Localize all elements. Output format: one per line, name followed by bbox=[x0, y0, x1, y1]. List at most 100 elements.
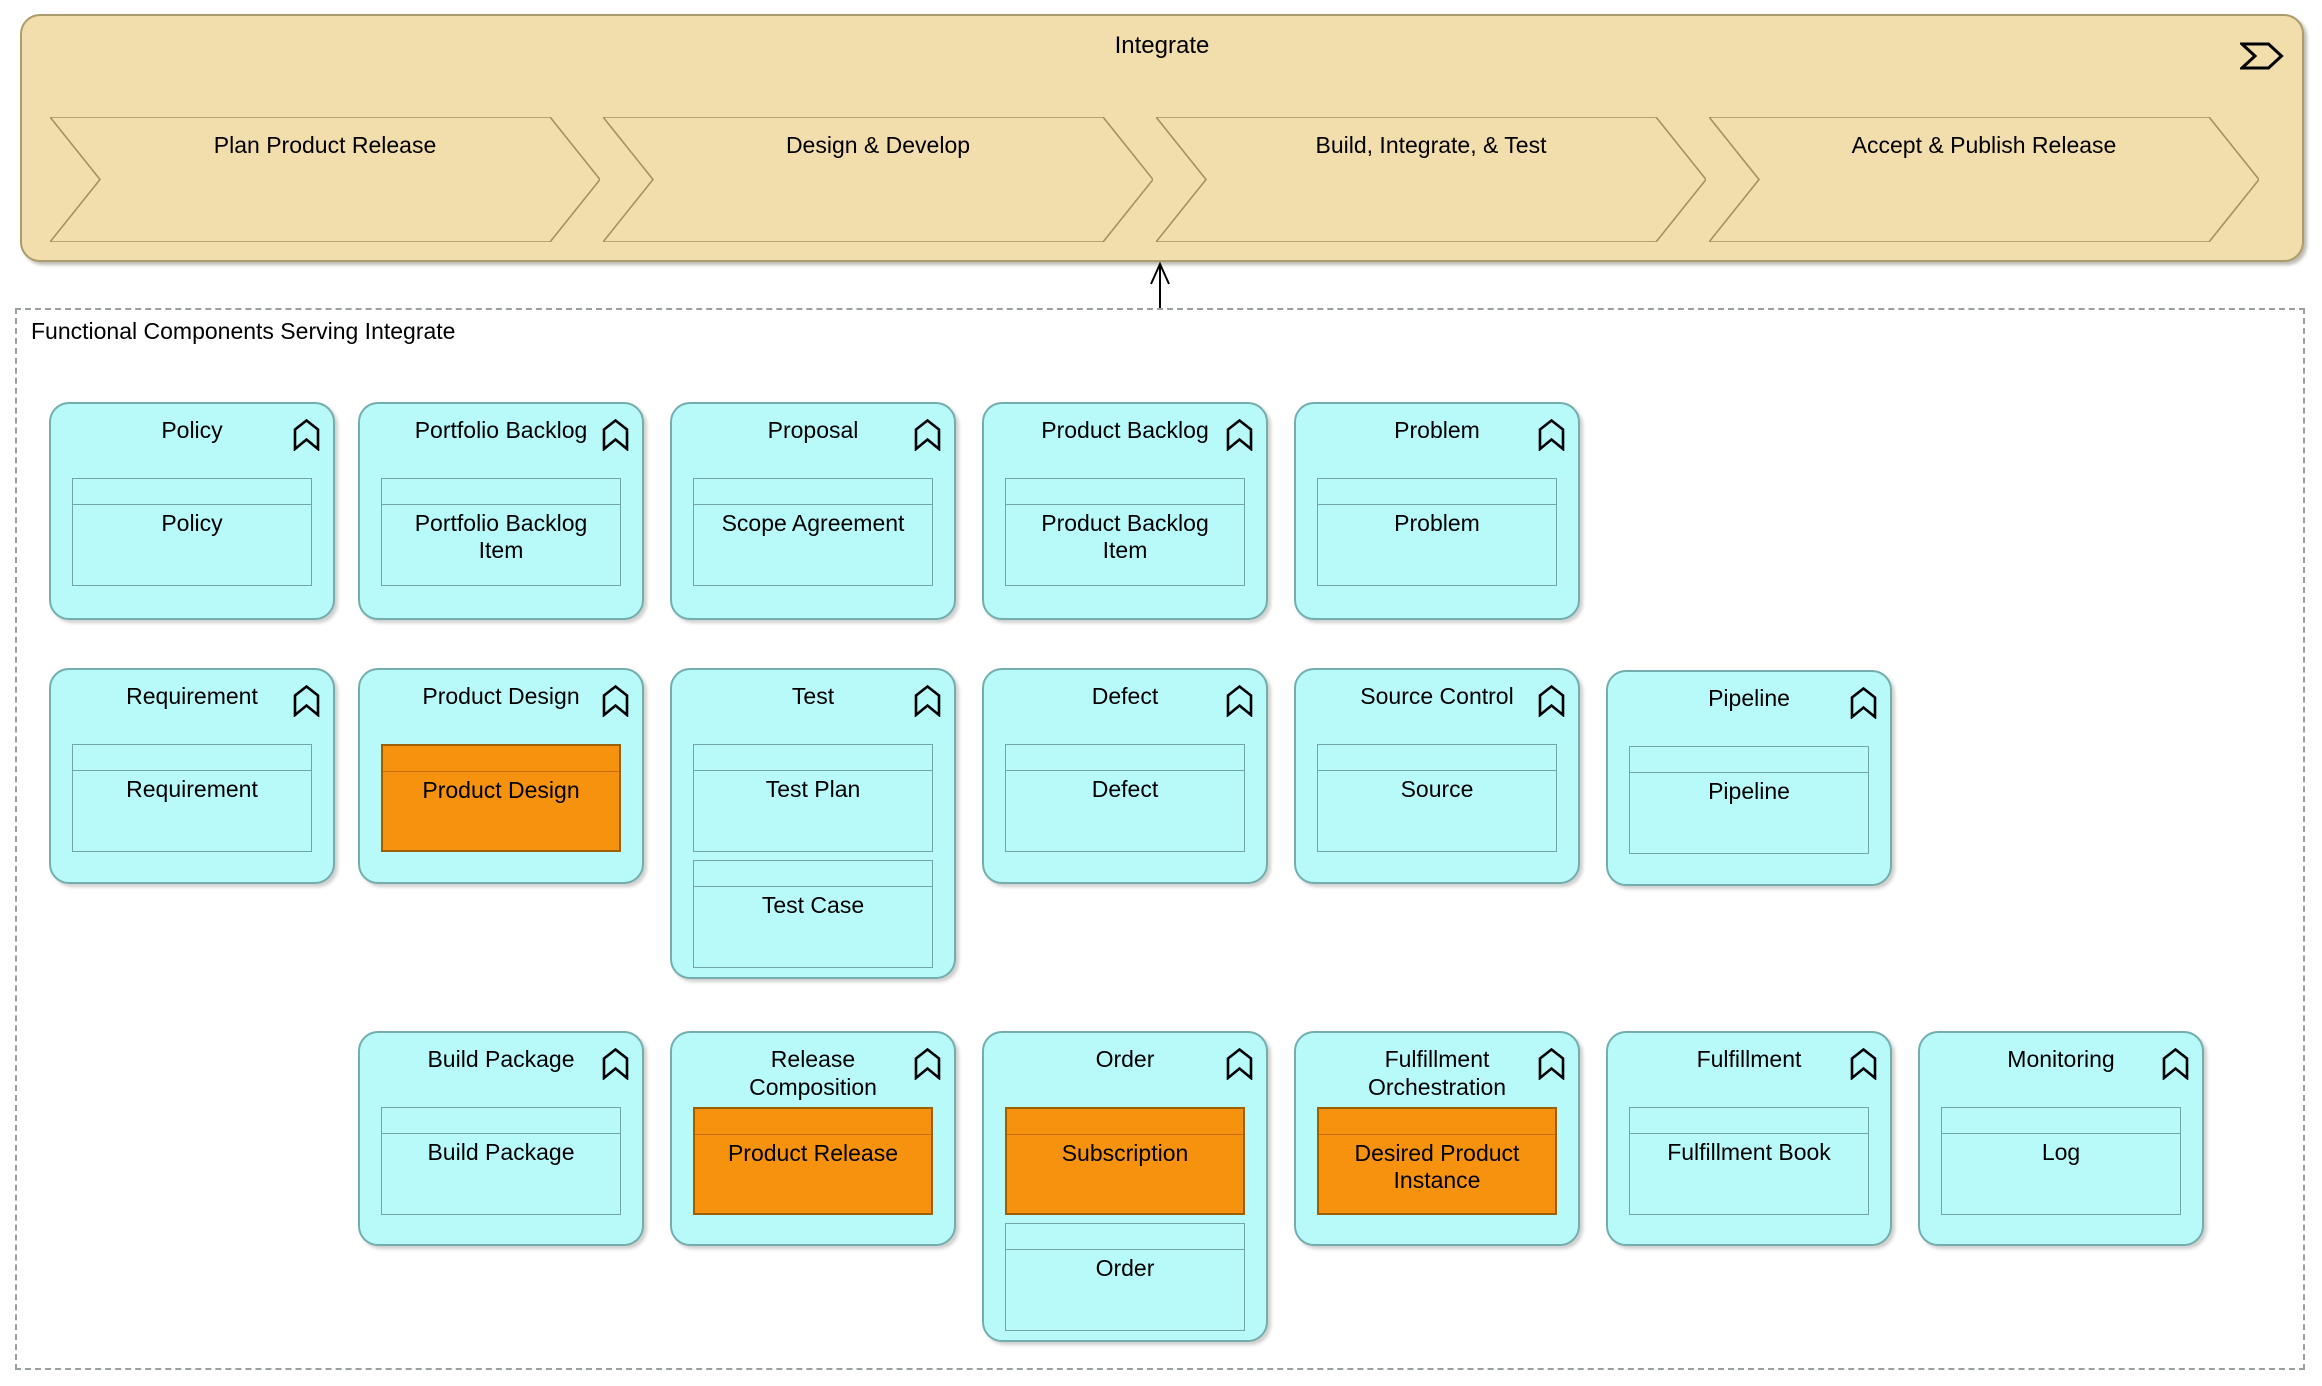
object-label: Product Backlog Item bbox=[1041, 510, 1209, 563]
data-object[interactable]: Source bbox=[1317, 744, 1557, 852]
data-object[interactable]: Order bbox=[1005, 1223, 1245, 1331]
data-object[interactable]: Problem bbox=[1317, 478, 1557, 586]
stage-build-integrate-test[interactable]: Build, Integrate, & Test bbox=[1156, 117, 1706, 242]
component-test[interactable]: Test Test Plan Test Case bbox=[670, 668, 956, 979]
component-title: Product Backlog bbox=[1041, 417, 1209, 443]
object-label: Portfolio Backlog Item bbox=[414, 510, 588, 563]
object-label: Test Plan bbox=[765, 776, 861, 802]
object-label: Order bbox=[1095, 1255, 1155, 1281]
component-title: Proposal bbox=[767, 417, 859, 443]
object-header-strip bbox=[1942, 1108, 2180, 1134]
data-object-key[interactable]: Product Design bbox=[381, 744, 621, 852]
stage-label: Build, Integrate, & Test bbox=[1315, 132, 1547, 158]
object-label: Pipeline bbox=[1708, 778, 1790, 804]
functional-component-icon bbox=[914, 1048, 941, 1080]
data-object[interactable]: Fulfillment Book bbox=[1629, 1107, 1869, 1215]
component-title: Fulfillment Orchestration bbox=[1367, 1046, 1507, 1100]
object-header-strip bbox=[694, 861, 932, 887]
object-label: Product Release bbox=[727, 1140, 899, 1166]
component-order[interactable]: Order Subscription Order bbox=[982, 1031, 1268, 1342]
component-title: Monitoring bbox=[2007, 1046, 2115, 1072]
component-fulfillment[interactable]: Fulfillment Fulfillment Book bbox=[1606, 1031, 1892, 1246]
component-title: Pipeline bbox=[1708, 685, 1790, 711]
functional-component-icon bbox=[602, 419, 629, 451]
functional-component-icon bbox=[1226, 419, 1253, 451]
object-header-strip bbox=[382, 479, 620, 505]
stage-label: Plan Product Release bbox=[213, 132, 437, 158]
object-header-strip bbox=[73, 745, 311, 771]
component-source-control[interactable]: Source Control Source bbox=[1294, 668, 1580, 884]
component-pipeline[interactable]: Pipeline Pipeline bbox=[1606, 670, 1892, 886]
data-object[interactable]: Policy bbox=[72, 478, 312, 586]
stage-label: Design & Develop bbox=[785, 132, 971, 158]
object-label: Desired Product Instance bbox=[1354, 1140, 1520, 1193]
component-title: Requirement bbox=[126, 683, 258, 709]
value-stream-integrate[interactable]: Integrate Plan Product Release Design & … bbox=[20, 14, 2304, 262]
group-label: Functional Components Serving Integrate bbox=[31, 318, 456, 344]
data-object[interactable]: Pipeline bbox=[1629, 746, 1869, 854]
data-object[interactable]: Requirement bbox=[72, 744, 312, 852]
component-defect[interactable]: Defect Defect bbox=[982, 668, 1268, 884]
component-title: Order bbox=[1095, 1046, 1155, 1072]
functional-component-icon bbox=[602, 1048, 629, 1080]
data-object[interactable]: Portfolio Backlog Item bbox=[381, 478, 621, 586]
data-object[interactable]: Build Package bbox=[381, 1107, 621, 1215]
functional-component-icon bbox=[293, 419, 320, 451]
object-label: Requirement bbox=[126, 776, 258, 802]
object-label: Scope Agreement bbox=[721, 510, 905, 536]
object-header-strip bbox=[1007, 1109, 1243, 1135]
component-fulfillment-orchestration[interactable]: Fulfillment Orchestration Desired Produc… bbox=[1294, 1031, 1580, 1246]
stage-design-develop[interactable]: Design & Develop bbox=[603, 117, 1153, 242]
functional-component-icon bbox=[293, 685, 320, 717]
component-requirement[interactable]: Requirement Requirement bbox=[49, 668, 335, 884]
component-portfolio-backlog[interactable]: Portfolio Backlog Portfolio Backlog Item bbox=[358, 402, 644, 620]
component-product-backlog[interactable]: Product Backlog Product Backlog Item bbox=[982, 402, 1268, 620]
data-object[interactable]: Scope Agreement bbox=[693, 478, 933, 586]
chevron-shape bbox=[1709, 117, 2259, 242]
component-release-composition[interactable]: Release Composition Product Release bbox=[670, 1031, 956, 1246]
object-header-strip bbox=[1318, 745, 1556, 771]
functional-component-icon bbox=[1850, 687, 1877, 719]
chevron-shape bbox=[1156, 117, 1706, 242]
object-label: Build Package bbox=[427, 1139, 575, 1165]
object-label: Problem bbox=[1394, 510, 1480, 536]
stage-label: Accept & Publish Release bbox=[1851, 132, 2117, 158]
component-title: Fulfillment bbox=[1696, 1046, 1802, 1072]
stage-plan-product-release[interactable]: Plan Product Release bbox=[50, 117, 600, 242]
value-stream-icon bbox=[2240, 42, 2284, 70]
stage-accept-publish-release[interactable]: Accept & Publish Release bbox=[1709, 117, 2259, 242]
chevron-shape bbox=[603, 117, 1153, 242]
functional-component-icon bbox=[1538, 685, 1565, 717]
functional-component-icon bbox=[1226, 1048, 1253, 1080]
data-object[interactable]: Log bbox=[1941, 1107, 2181, 1215]
functional-component-icon bbox=[602, 685, 629, 717]
data-object[interactable]: Product Backlog Item bbox=[1005, 478, 1245, 586]
data-object[interactable]: Test Plan bbox=[693, 744, 933, 852]
component-problem[interactable]: Problem Problem bbox=[1294, 402, 1580, 620]
object-label: Policy bbox=[161, 510, 223, 536]
data-object[interactable]: Test Case bbox=[693, 860, 933, 968]
component-title: Portfolio Backlog bbox=[414, 417, 588, 443]
object-label: Defect bbox=[1091, 776, 1159, 802]
component-proposal[interactable]: Proposal Scope Agreement bbox=[670, 402, 956, 620]
object-label: Fulfillment Book bbox=[1667, 1139, 1831, 1165]
functional-component-icon bbox=[1850, 1048, 1877, 1080]
functional-component-icon bbox=[1538, 419, 1565, 451]
component-product-design[interactable]: Product Design Product Design bbox=[358, 668, 644, 884]
functional-components-group[interactable]: Functional Components Serving Integrate … bbox=[15, 308, 2305, 1370]
component-policy[interactable]: Policy Policy bbox=[49, 402, 335, 620]
object-header-strip bbox=[1006, 479, 1244, 505]
chevron-shape bbox=[50, 117, 600, 242]
data-object-key[interactable]: Product Release bbox=[693, 1107, 933, 1215]
object-header-strip bbox=[694, 745, 932, 771]
data-object-key[interactable]: Desired Product Instance bbox=[1317, 1107, 1557, 1215]
object-label: Test Case bbox=[761, 892, 865, 918]
object-header-strip bbox=[73, 479, 311, 505]
object-header-strip bbox=[1006, 745, 1244, 771]
data-object-key[interactable]: Subscription bbox=[1005, 1107, 1245, 1215]
component-monitoring[interactable]: Monitoring Log bbox=[1918, 1031, 2204, 1246]
value-stream-title: Integrate bbox=[1114, 32, 1210, 59]
component-build-package[interactable]: Build Package Build Package bbox=[358, 1031, 644, 1246]
data-object[interactable]: Defect bbox=[1005, 744, 1245, 852]
